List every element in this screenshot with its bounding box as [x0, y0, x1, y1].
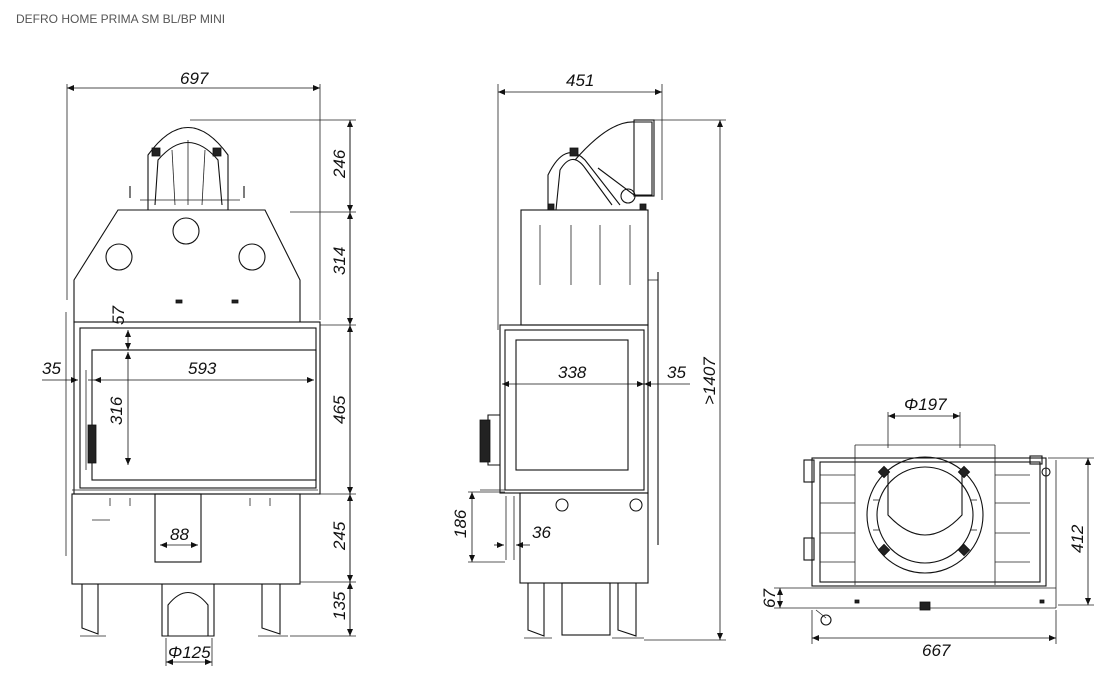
dim-front-offset-top: 57	[109, 306, 128, 325]
dim-top-width: 667	[922, 641, 951, 660]
dim-front-inlet-width: 88	[170, 525, 189, 544]
top-view	[803, 444, 1057, 626]
dim-front-legs: 135	[330, 591, 349, 620]
side-dimensions: 451 >1407 338 35 186 36	[451, 71, 726, 641]
dim-side-offset: 35	[667, 363, 686, 382]
front-view	[65, 127, 321, 637]
dim-side-inlet-height: 186	[451, 509, 470, 538]
drawing-title: DEFRO HOME PRIMA SM BL/BP MINI	[16, 12, 226, 26]
top-dimensions: Φ197 412 67 667	[760, 395, 1094, 660]
dim-front-air-inlet: Φ125	[168, 643, 211, 662]
dim-top-depth: 412	[1068, 524, 1087, 553]
dim-front-glass-height: 465	[330, 395, 349, 424]
dim-front-glass-inner-height: 316	[107, 396, 126, 425]
dim-side-depth: 451	[566, 71, 594, 90]
dim-front-top: 246	[330, 149, 349, 179]
dim-side-glass-depth: 338	[558, 363, 587, 382]
dim-side-inlet-offset: 36	[532, 523, 551, 542]
side-view	[479, 119, 659, 639]
dim-front-offset-side: 35	[42, 359, 61, 378]
dim-side-total-height: >1407	[700, 357, 719, 405]
dim-front-upper: 314	[330, 247, 349, 275]
dim-front-width: 697	[180, 69, 209, 88]
dim-top-offset: 67	[760, 589, 779, 608]
dim-top-flue: Φ197	[904, 395, 947, 414]
front-dimensions: 697 246 314 465 245 135 57 35 593 316 88…	[42, 69, 356, 666]
dim-front-lower: 245	[330, 521, 349, 551]
dim-front-glass-width: 593	[188, 359, 217, 378]
